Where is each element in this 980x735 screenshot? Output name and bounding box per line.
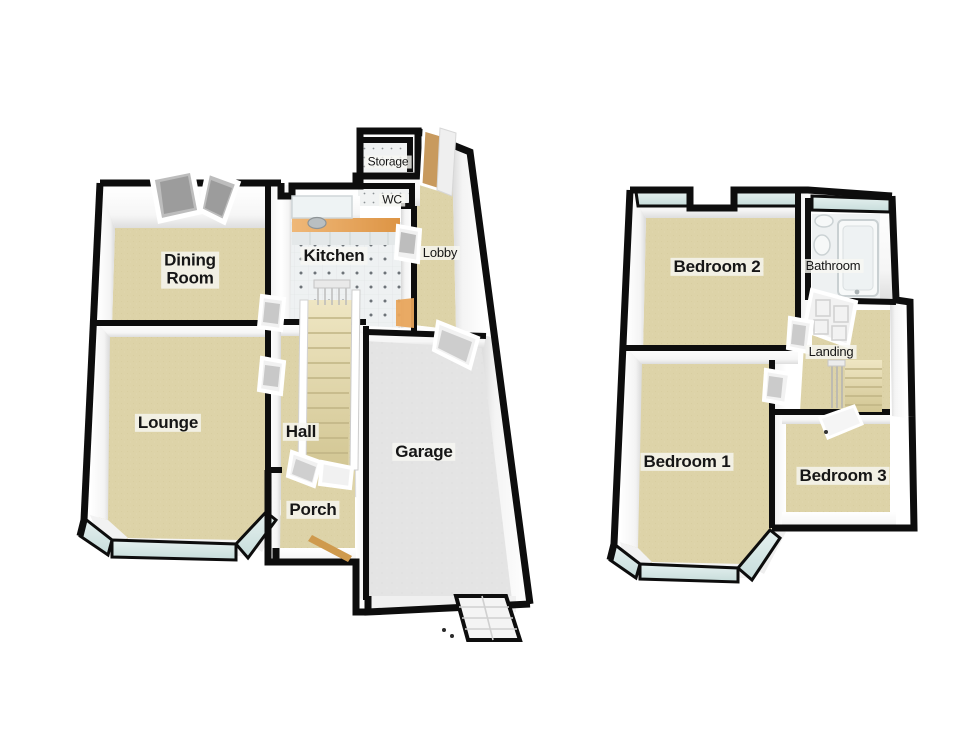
bedroom3-bottom-wall-face: [782, 512, 896, 528]
ff-outer-left: [606, 189, 634, 561]
storage-door-frame: [436, 127, 457, 197]
dining-lounge-divider-face: [98, 323, 268, 337]
outer-wall-bay-left: [76, 519, 88, 537]
landing-staircase: [827, 359, 882, 412]
wc-lower-wall: [356, 183, 415, 209]
lobby-doormat: [396, 298, 414, 328]
bedroom-2-floor: [643, 218, 798, 352]
kitchen-upper-unit: [291, 195, 353, 219]
dining-window-right-inner: [205, 180, 232, 216]
lounge-door-panel: [263, 365, 280, 387]
garage-floor: [363, 330, 515, 604]
staircase-handrail: [313, 279, 351, 289]
room-label-garage: Garage: [392, 442, 456, 462]
basin-icon: [814, 214, 834, 228]
garage-door-marker-b: [450, 634, 454, 638]
lobby-right-wall-face: [452, 150, 486, 335]
room-label-bathroom: Bathroom: [802, 258, 864, 274]
ff-outer-top: [630, 186, 893, 212]
dining-left-wall-face: [98, 185, 115, 325]
dining-window-left-inner: [160, 176, 194, 214]
first-floor-group: [606, 186, 918, 584]
front-door-threshold: [308, 535, 352, 562]
kitchen-splashback: [292, 232, 400, 245]
dining-door-panel: [263, 302, 280, 324]
room-label-lobby: Lobby: [419, 245, 461, 261]
kitchen-sink-icon: [307, 216, 327, 230]
outer-wall-porch-bottom: [272, 548, 368, 616]
room-label-storage: Storage: [364, 155, 412, 169]
staircase-stringer-left: [297, 299, 309, 471]
bathroom-fixtures: [813, 214, 879, 297]
lounge-bay-window-center: [110, 538, 238, 562]
landing-balustrade: [831, 364, 843, 408]
room-label-porch: Porch: [286, 500, 340, 520]
toilet-icon: [813, 234, 831, 256]
staircase-newel: [349, 289, 361, 471]
lobby-door-panel: [399, 232, 416, 254]
room-label-lounge: Lounge: [134, 413, 202, 433]
kitchen-splashback-grout: [309, 232, 389, 245]
hall-staircase: [297, 279, 361, 471]
bedroom-3-door-handle-icon: [824, 430, 828, 434]
porch-inner-door-panel: [292, 459, 316, 482]
lobby-floor: [414, 150, 456, 330]
room-label-wc: WC: [379, 193, 405, 207]
bath-tap-icon: [854, 289, 860, 295]
garage-side-door-panel: [438, 330, 472, 362]
bedroom2-window-right: [732, 190, 800, 208]
lounge-floor: [98, 330, 268, 545]
ff-outer-right-lower: [782, 415, 918, 532]
room-label-bedroom-2: Bedroom 2: [670, 257, 764, 277]
bedroom1-left-wall-face: [620, 348, 642, 548]
bed1-bed2-divider-face: [627, 348, 798, 364]
hall-garage-door: [317, 459, 355, 491]
room-label-hall: Hall: [282, 422, 320, 442]
garage-door-marker-a: [442, 628, 446, 632]
room-label-bedroom-1: Bedroom 1: [640, 452, 734, 472]
landing-handrail: [827, 359, 846, 367]
landing-right-wall-face: [890, 300, 906, 418]
outer-wall-left-vertical: [80, 182, 104, 521]
ground-floor-group: [76, 127, 534, 642]
bedroom-2-door-panel: [791, 324, 806, 346]
bedroom1-bay-window-right: [735, 527, 783, 583]
bedroom2-window-left: [634, 190, 692, 208]
kitchen-left-wall-face: [281, 185, 292, 330]
room-label-kitchen: Kitchen: [300, 246, 368, 266]
bedroom1-bay-window-center: [638, 562, 740, 584]
kitchen-storage-outline: [277, 127, 422, 200]
dining-right-wall-face: [268, 185, 281, 325]
ff-left-wall-face: [627, 190, 646, 352]
room-label-bedroom-3: Bedroom 3: [796, 466, 890, 486]
ground-floor-doors: [149, 127, 523, 642]
room-label-dining-room: Dining Room: [161, 251, 219, 289]
room-label-landing: Landing: [805, 344, 857, 360]
bedroom-1-door-panel: [767, 376, 783, 398]
bathroom-door-panels: [813, 299, 849, 341]
garage-door-panels: [459, 595, 517, 641]
ff-outer-right-upper: [888, 195, 916, 417]
lounge-left-wall-face: [90, 323, 110, 520]
